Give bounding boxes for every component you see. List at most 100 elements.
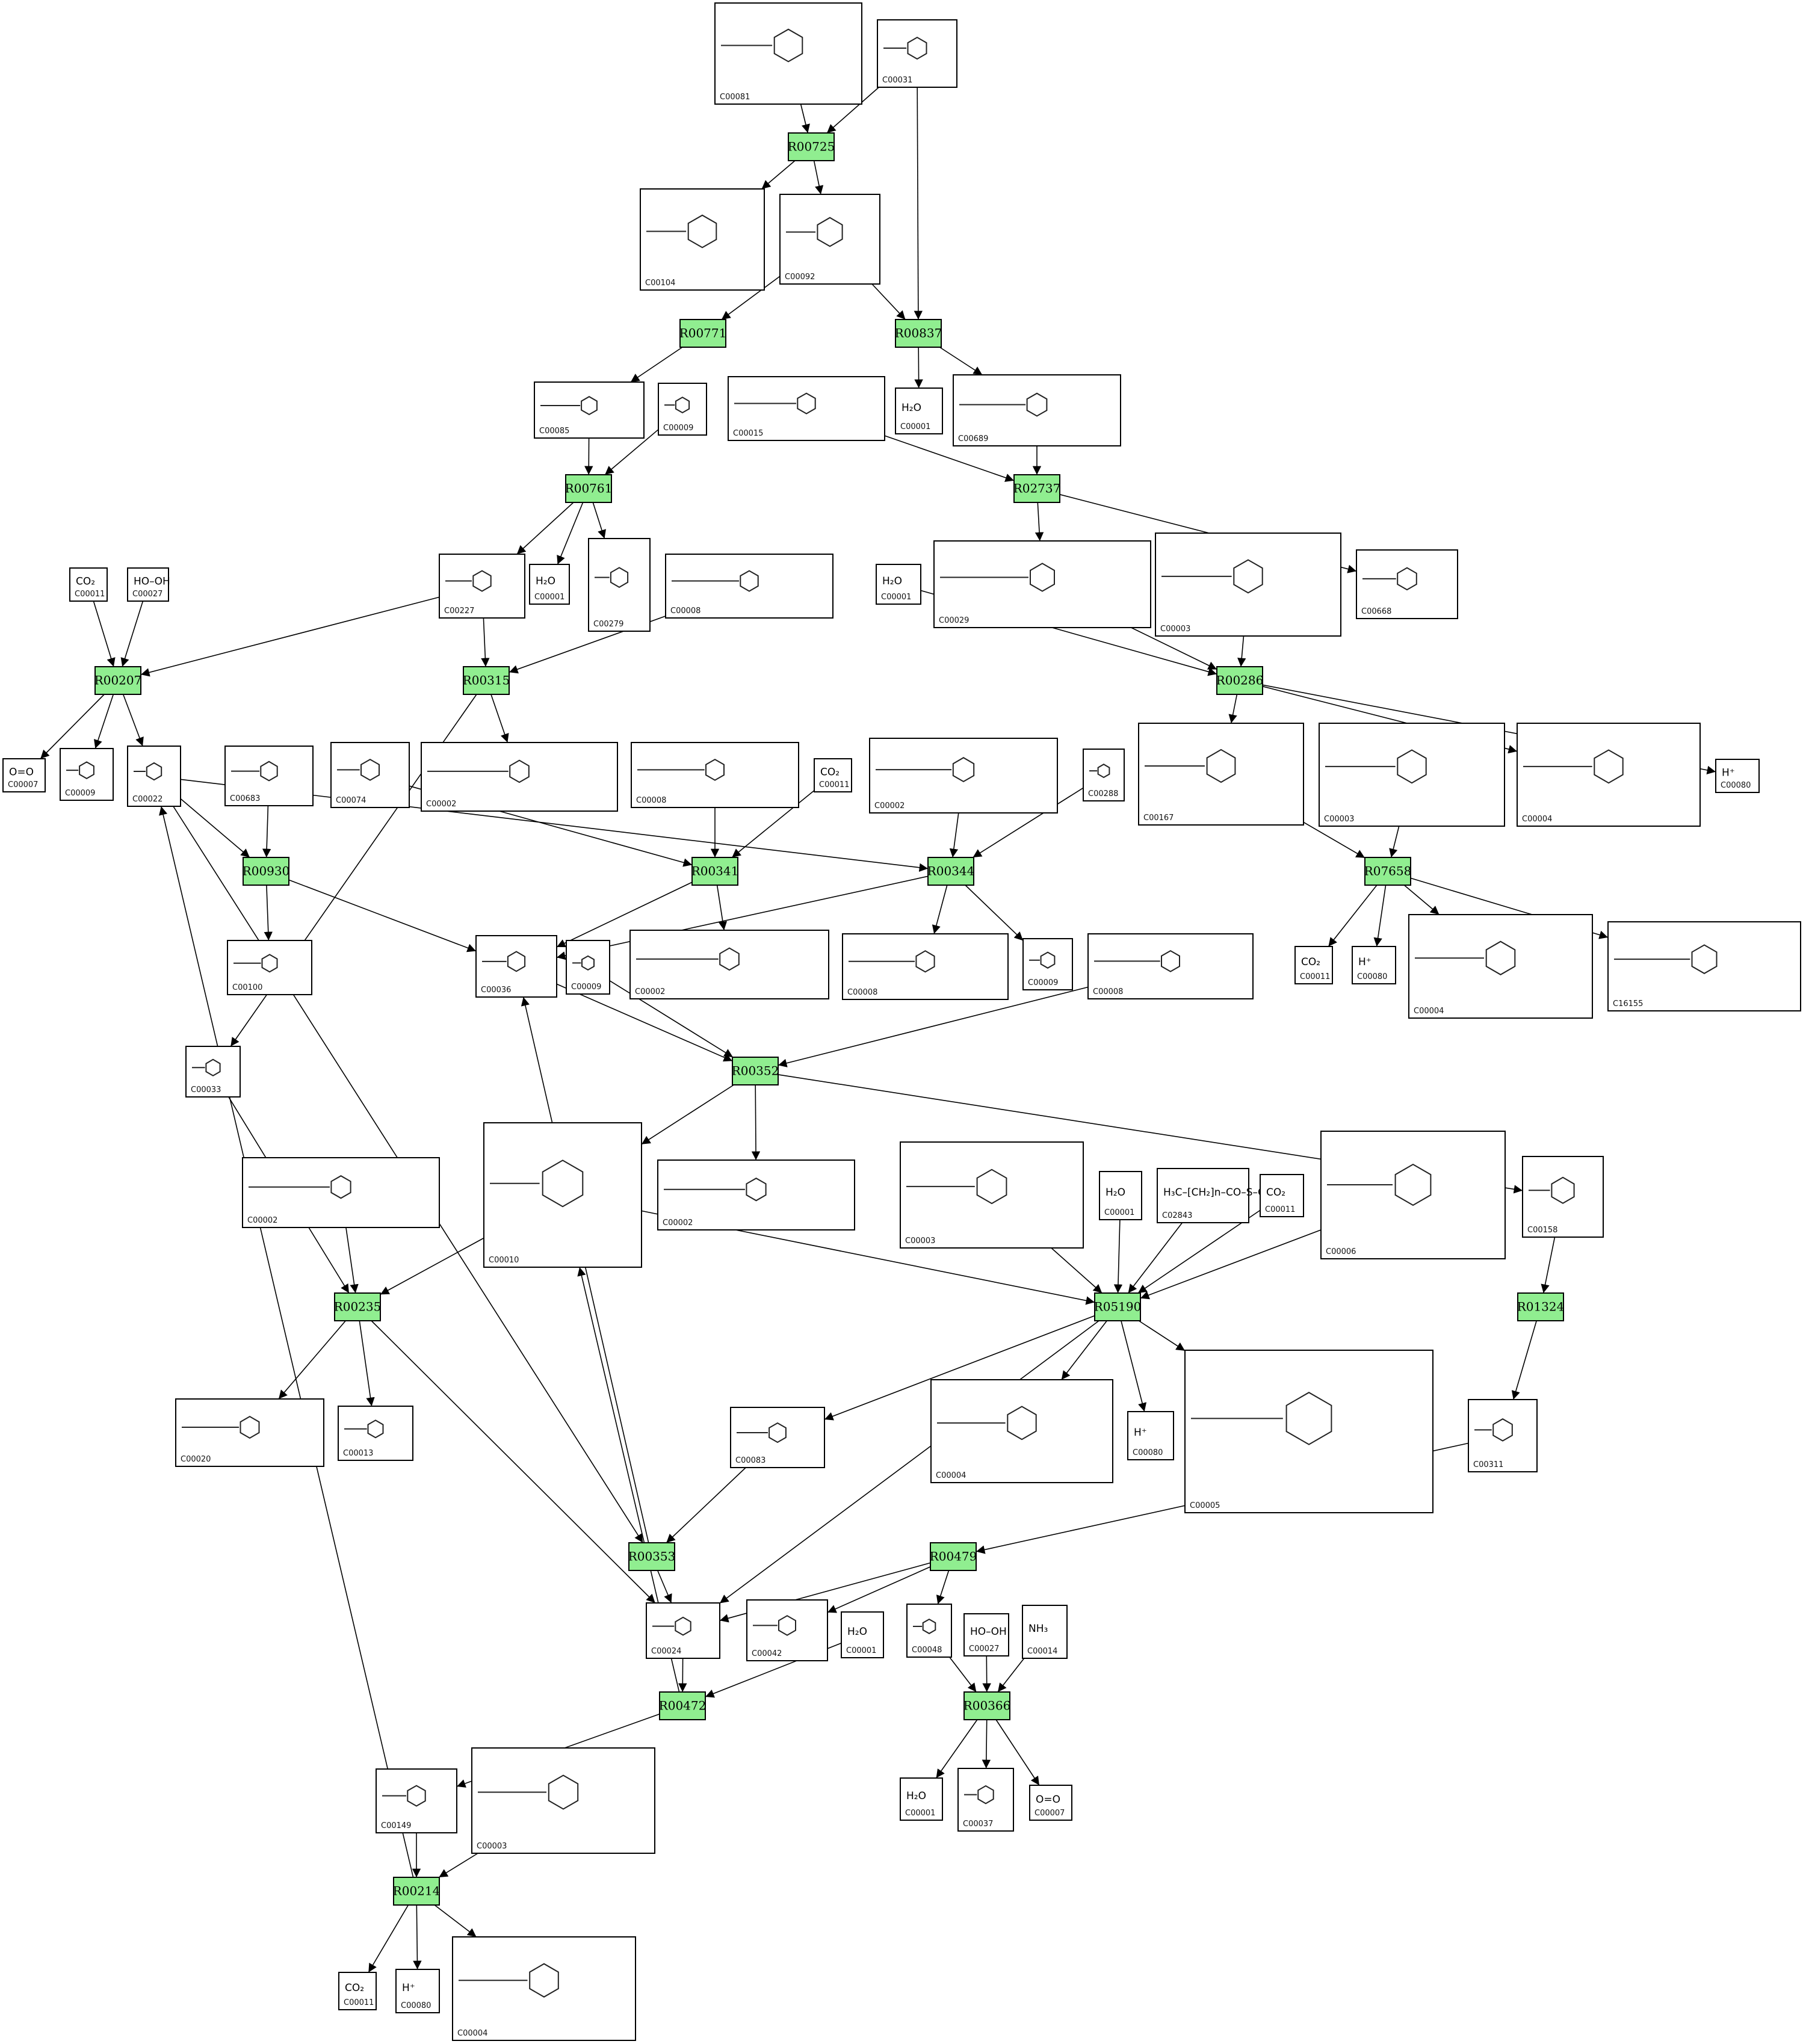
compound-node[interactable]: H⁺C00080 [1352,946,1396,984]
compound-node[interactable]: C00008 [631,742,799,808]
compound-node[interactable]: C00009 [658,383,707,436]
reaction-node[interactable]: R00341 [691,857,739,886]
compound-node[interactable]: C00279 [588,538,651,632]
compound-node[interactable]: C00003 [900,1141,1084,1249]
reaction-node[interactable]: R00479 [930,1542,977,1571]
compound-node[interactable]: C00004 [930,1379,1113,1483]
compound-node[interactable]: C00004 [1408,914,1593,1019]
compound-node[interactable]: C00031 [877,19,957,88]
compound-node[interactable]: C00085 [534,381,645,439]
compound-node[interactable]: C00008 [1087,933,1254,999]
compound-node[interactable]: C00004 [1517,723,1701,827]
compound-node[interactable]: C00009 [1022,938,1073,990]
reaction-box [691,857,738,886]
compound-node[interactable]: C00081 [714,2,862,105]
compound-node[interactable]: C00074 [330,742,410,808]
compound-node[interactable]: C00020 [175,1398,324,1467]
compound-node[interactable]: C00689 [953,374,1121,446]
compound-node[interactable]: C00013 [338,1406,413,1461]
compound-node[interactable]: C16155 [1607,921,1801,1011]
compound-node[interactable]: C00003 [1155,533,1341,637]
edge-arrow [936,1570,950,1605]
reaction-node[interactable]: R00725 [788,132,835,161]
compound-node[interactable]: C00048 [906,1604,952,1658]
compound-node[interactable]: C00008 [665,554,833,619]
reaction-node[interactable]: R00286 [1216,666,1264,695]
compound-node[interactable]: C00024 [646,1602,720,1659]
compound-node[interactable]: H⁺C00080 [1127,1411,1174,1460]
reaction-node[interactable]: R00315 [463,666,510,695]
compound-node[interactable]: C00227 [439,554,525,619]
compound-node[interactable]: H⁺C00080 [1715,759,1760,793]
compound-node[interactable]: C00042 [746,1599,828,1661]
edge-arrow [1113,1219,1123,1294]
compound-node[interactable]: C00015 [728,376,885,441]
reaction-node[interactable]: R00837 [895,319,942,348]
compound-node[interactable]: C00010 [483,1122,642,1268]
compound-node[interactable]: C00036 [475,935,557,998]
edge-arrow [1034,502,1044,542]
reaction-node[interactable]: R00771 [679,319,727,348]
reaction-node[interactable]: R00930 [243,857,290,886]
compound-node[interactable]: C00002 [421,742,618,812]
compound-node[interactable]: C00668 [1356,549,1458,619]
reaction-node[interactable]: R00207 [94,666,142,695]
compound-node[interactable]: C00009 [566,940,610,995]
reaction-node[interactable]: R07658 [1364,857,1412,886]
compound-node[interactable]: C00003 [1319,723,1505,827]
compound-node[interactable]: C00311 [1468,1399,1538,1472]
compound-node[interactable]: C00033 [185,1046,241,1098]
compound-node[interactable]: C00083 [730,1407,825,1468]
compound-node[interactable]: C00008 [842,933,1009,1000]
compound-node[interactable]: C00092 [779,194,880,285]
compound-node[interactable]: C00002 [657,1159,855,1230]
reaction-node[interactable]: R01324 [1517,1292,1565,1321]
compound-node[interactable]: C00100 [227,940,312,995]
reaction-node[interactable]: R05190 [1094,1292,1142,1321]
reaction-node[interactable]: R00353 [628,1542,676,1571]
compound-node[interactable]: C00006 [1320,1131,1506,1259]
reaction-node[interactable]: R02737 [1013,474,1061,503]
compound-node[interactable]: C00002 [242,1157,440,1228]
compound-node[interactable]: C00004 [452,1936,636,2041]
compound-node[interactable]: C00158 [1522,1156,1604,1238]
compound-node[interactable]: C00104 [640,188,765,291]
reaction-node[interactable]: R00344 [927,857,975,886]
reaction-node[interactable]: R00352 [732,1057,779,1085]
compound-node[interactable]: C00002 [869,738,1058,814]
compound-node[interactable]: C00003 [471,1747,655,1854]
reaction-node[interactable]: R00472 [659,1691,707,1720]
compound-node[interactable]: C00149 [376,1768,457,1833]
reaction-node[interactable]: R00761 [565,474,613,503]
reaction-node[interactable]: R00214 [393,1877,441,1906]
compound-node[interactable]: C00009 [60,748,114,801]
reaction-node[interactable]: R00366 [963,1691,1011,1720]
compound-node[interactable]: C00002 [629,930,829,999]
compound-node[interactable]: C00683 [224,746,314,806]
compound-node[interactable]: C00029 [933,540,1151,628]
compound-node[interactable]: C00288 [1083,749,1125,801]
compound-node[interactable]: C00167 [1138,723,1304,826]
compound-node[interactable]: C00037 [957,1768,1014,1832]
reaction-node[interactable]: R00235 [334,1292,382,1321]
compound-node[interactable]: C00005 [1184,1350,1433,1513]
compound-node[interactable]: C00022 [127,746,181,807]
compound-node[interactable]: H⁺C00080 [395,1969,440,2013]
